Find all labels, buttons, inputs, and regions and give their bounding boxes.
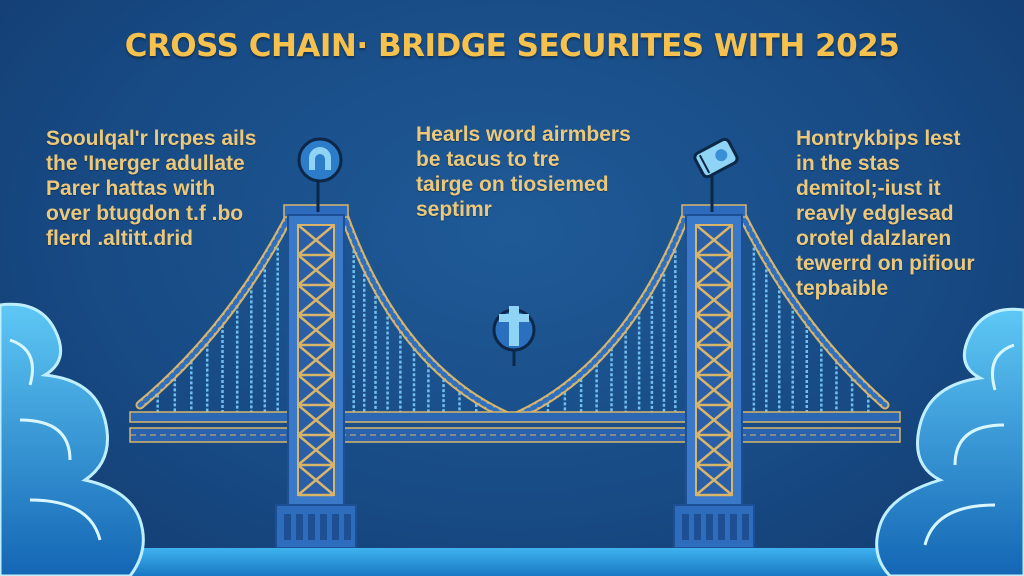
text-line: orotel dalzlaren — [796, 227, 952, 250]
cross-shield-icon — [492, 306, 536, 352]
text-line: reavly edglesad — [796, 202, 954, 225]
bridge-deck — [129, 411, 901, 443]
tower-lattice — [695, 224, 733, 257]
text-line: be tacus to tre — [416, 148, 560, 171]
tower-lattice — [297, 224, 335, 257]
bridge-tower — [275, 204, 357, 549]
tower-lattice — [297, 374, 335, 407]
text-line: tewerrd on pifiour — [796, 252, 975, 275]
tower-lattice — [695, 314, 733, 347]
tower-lattice — [297, 284, 335, 317]
tower-lattice — [297, 344, 335, 377]
right-paragraph: Hontrykbips lest in the stas demitol;-iu… — [796, 126, 975, 301]
text-line: over btugdon t.f .bo — [46, 202, 244, 225]
text-line: tepbaible — [796, 277, 889, 300]
tower-base-slot — [682, 514, 689, 540]
bridge-towers — [275, 204, 755, 549]
text-line: Hearls word airmbers — [416, 123, 631, 146]
tower-base-slot — [718, 514, 725, 540]
bridge-hangers — [156, 237, 870, 412]
text-line: Parer hattas with — [46, 177, 216, 200]
text-line: the 'Inerger adullate — [46, 152, 245, 175]
tower-base-slot — [296, 514, 303, 540]
text-line: tairge on tiosiemed — [416, 173, 609, 196]
tower-lattice — [695, 344, 733, 377]
tower-lattice — [695, 284, 733, 317]
tower-lattice — [695, 254, 733, 287]
tower-base-slot — [730, 514, 737, 540]
text-line: in the stas — [796, 152, 900, 175]
tower-lattice — [297, 404, 335, 437]
bridge-tower — [673, 204, 755, 549]
tower-base-slot — [742, 514, 749, 540]
tower-lattice — [695, 374, 733, 407]
tower-lattice — [297, 464, 335, 497]
text-line: demitol;-iust it — [796, 177, 941, 200]
tower-lattice — [297, 314, 335, 347]
page-title: CROSS CHAIN· BRIDGE SECURITES WITH 2025 — [124, 28, 900, 64]
tower-base-slot — [284, 514, 291, 540]
left-waves — [0, 302, 145, 576]
tower-base-slot — [332, 514, 339, 540]
text-line: Sooulqal'r lrcpes ails — [46, 127, 257, 150]
tower-lattice — [695, 464, 733, 497]
text-line: flerd .altitt.drid — [46, 227, 193, 250]
tower-base-slot — [706, 514, 713, 540]
right-waves — [875, 307, 1024, 576]
center-paragraph: Hearls word airmbers be tacus to tre tai… — [416, 122, 631, 222]
tower-lattice — [695, 404, 733, 437]
tower-lattice — [297, 254, 335, 287]
tower-lattice — [695, 434, 733, 467]
tower-base-slot — [308, 514, 315, 540]
water — [0, 548, 1024, 576]
tower-base-slot — [694, 514, 701, 540]
wallet-icon — [693, 137, 739, 179]
icon-poles — [316, 170, 714, 366]
tower-base-slot — [320, 514, 327, 540]
text-line: septimr — [416, 198, 492, 221]
shield-lock-icon — [297, 137, 343, 183]
tower-lattice — [297, 434, 335, 467]
text-line: Hontrykbips lest — [796, 127, 961, 150]
left-paragraph: Sooulqal'r lrcpes ails the 'Inerger adul… — [46, 126, 256, 251]
tower-base-slot — [344, 514, 351, 540]
